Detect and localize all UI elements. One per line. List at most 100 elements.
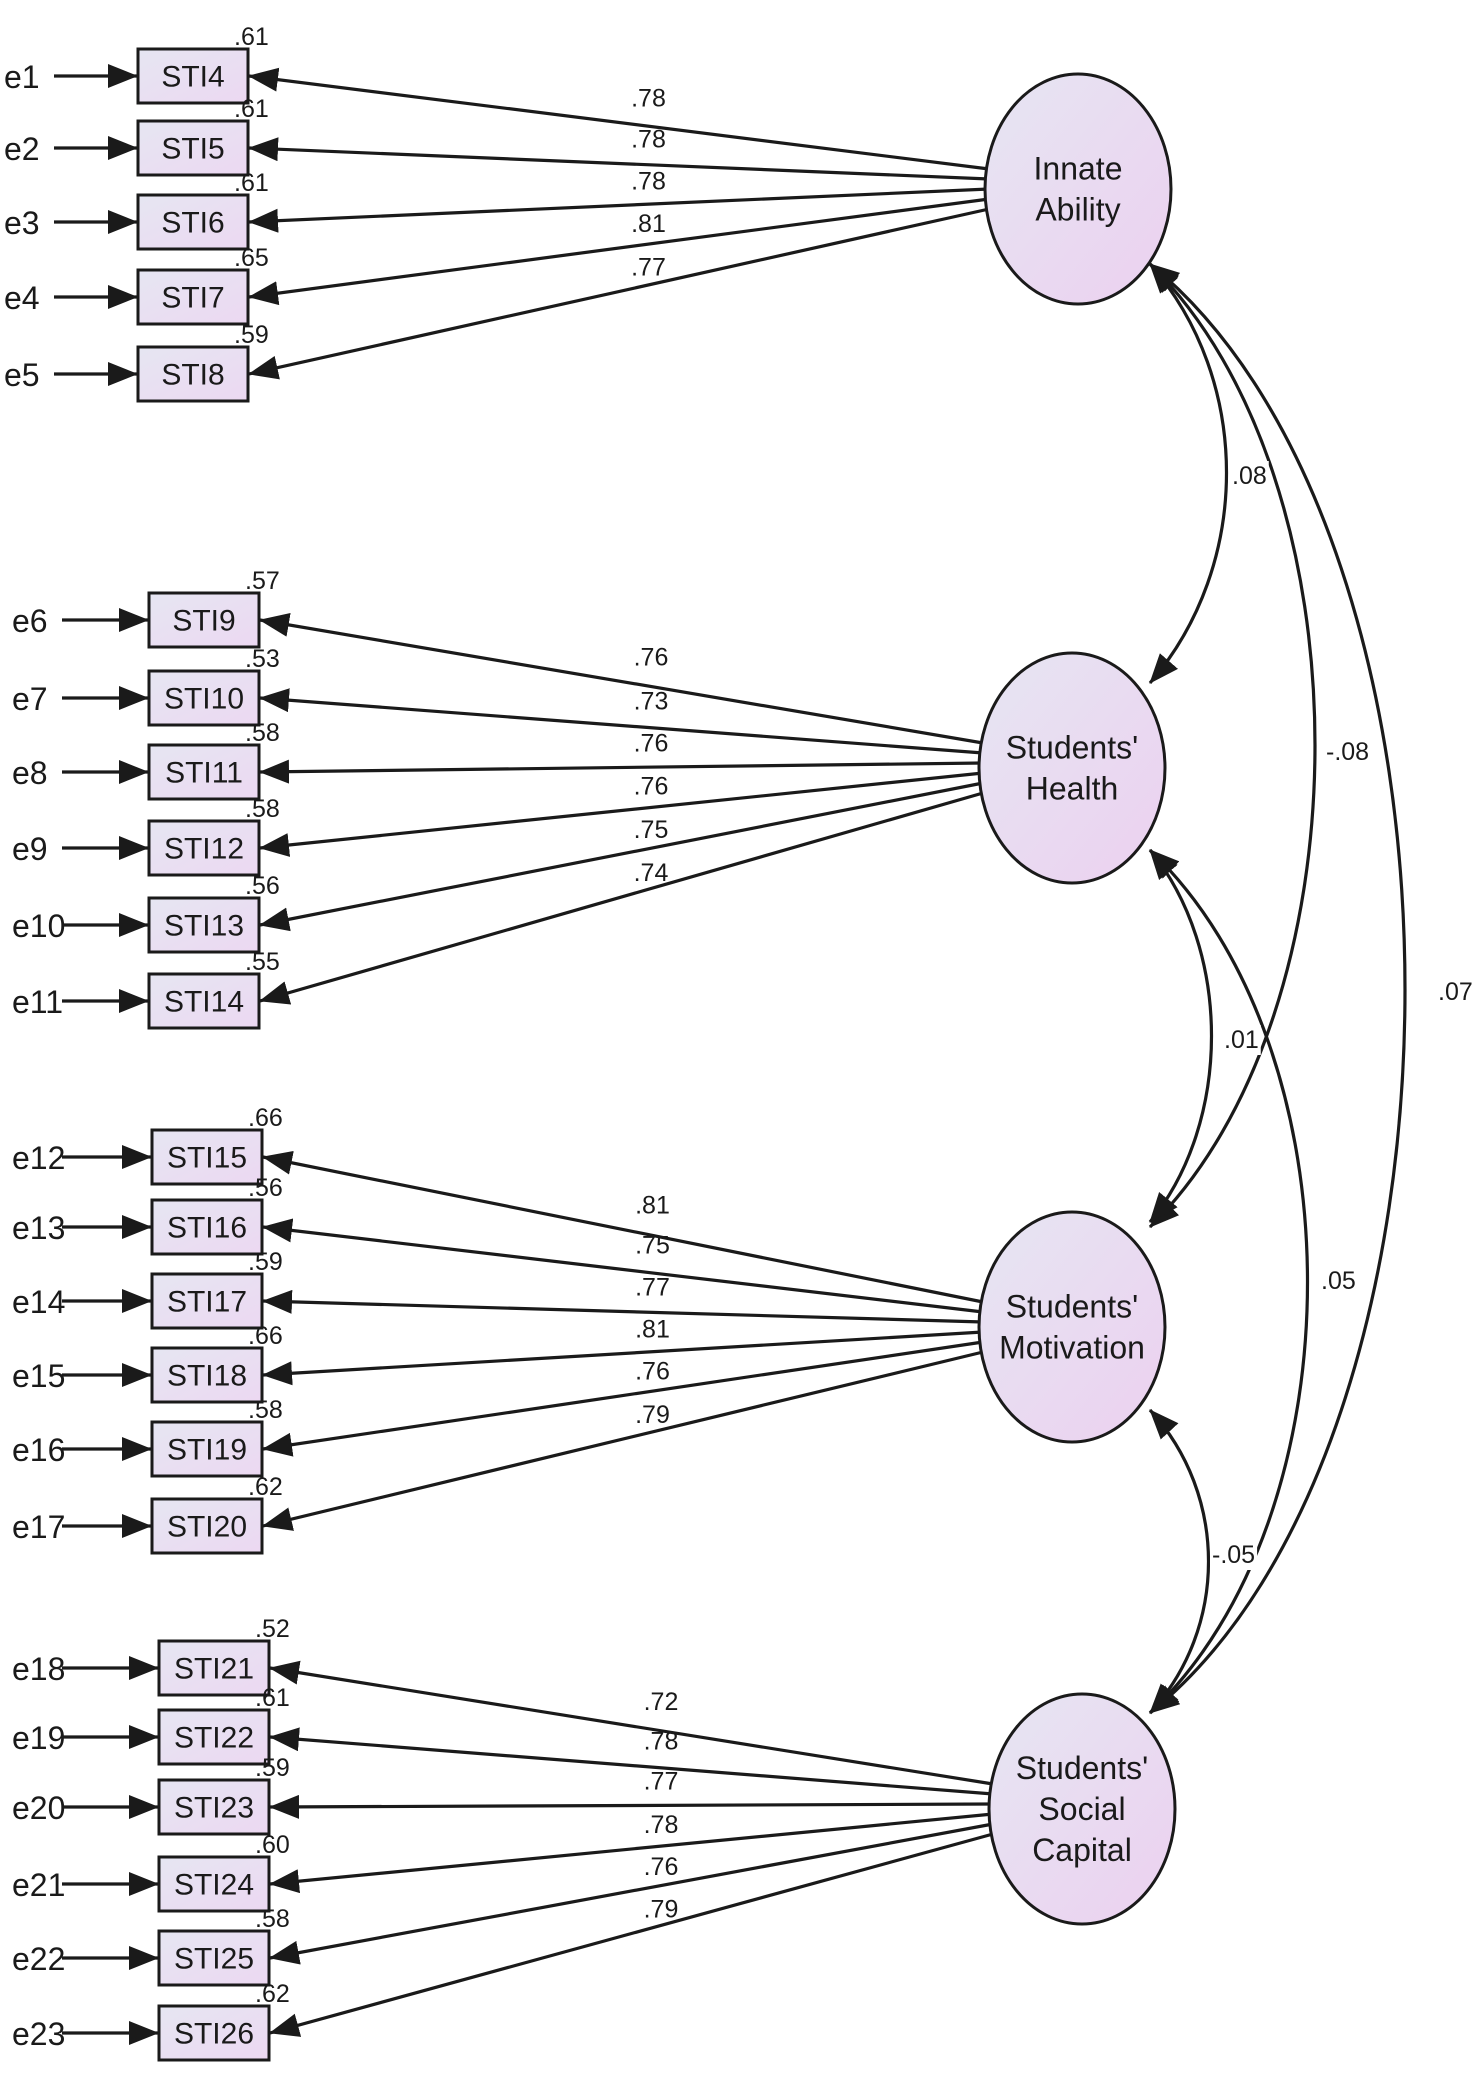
indicator-label: STI26 xyxy=(174,2018,254,2051)
loading-label: .78 xyxy=(631,126,666,154)
indicator-label: STI24 xyxy=(174,1869,254,1902)
correlation-label-backing xyxy=(1210,1540,1258,1570)
indicator-box xyxy=(157,1929,271,1987)
error-label: e3 xyxy=(4,205,40,241)
indicator-box xyxy=(150,1128,264,1186)
loading-label: .78 xyxy=(631,168,666,196)
indicator-label: STI9 xyxy=(172,605,235,638)
indicator-box xyxy=(136,47,250,105)
error-label: e15 xyxy=(12,1358,65,1394)
error-label: e12 xyxy=(12,1140,65,1176)
loading-arrow xyxy=(259,781,984,932)
r-squared-label: .53 xyxy=(245,645,280,673)
loading-label: .78 xyxy=(644,1728,679,1756)
error-label: e8 xyxy=(12,755,48,791)
loading-label: .76 xyxy=(644,1853,679,1881)
indicator-label: STI21 xyxy=(174,1653,254,1686)
indicator-label: STI13 xyxy=(164,910,244,943)
loading-arrow xyxy=(248,207,990,380)
loading-arrow xyxy=(262,1289,984,1324)
r-squared-label: .56 xyxy=(245,872,280,900)
error-label: e18 xyxy=(12,1651,65,1687)
loading-arrow xyxy=(259,688,984,755)
correlation-curve xyxy=(1148,848,1309,1715)
r-squared-label: .61 xyxy=(234,169,269,197)
loading-label: .79 xyxy=(644,1896,679,1924)
r-squared-label: .57 xyxy=(245,567,280,595)
factor-label: Students' xyxy=(1006,730,1138,766)
correlation-label: .07 xyxy=(1438,978,1473,1006)
indicator-label: STI17 xyxy=(167,1286,247,1319)
loading-label: .78 xyxy=(644,1811,679,1839)
r-squared-label: .59 xyxy=(255,1754,290,1782)
error-label: e4 xyxy=(4,280,40,316)
r-squared-label: .62 xyxy=(255,1980,290,2008)
factor-label: Students' xyxy=(1016,1750,1148,1786)
error-label: e19 xyxy=(12,1720,65,1756)
loading-label: .76 xyxy=(634,644,669,672)
indicator-label: STI6 xyxy=(161,207,224,240)
correlation-label: .05 xyxy=(1321,1267,1356,1295)
paths-layer xyxy=(54,64,1407,2045)
loading-label: .81 xyxy=(635,1316,670,1344)
r-squared-label: .58 xyxy=(248,1396,283,1424)
loading-arrow xyxy=(248,197,990,306)
loading-arrow xyxy=(259,759,984,784)
r-squared-label: .56 xyxy=(248,1174,283,1202)
correlation-label-backing xyxy=(1436,977,1475,1007)
indicator-box xyxy=(150,1346,264,1404)
indicator-label: STI23 xyxy=(174,1792,254,1825)
loading-label: .74 xyxy=(634,859,669,887)
error-label: e14 xyxy=(12,1284,65,1320)
indicator-label: STI4 xyxy=(161,61,224,94)
indicator-box xyxy=(147,972,261,1030)
r-squared-label: .62 xyxy=(248,1473,283,1501)
error-label: e21 xyxy=(12,1867,65,1903)
loading-arrow xyxy=(269,1727,994,1796)
correlation-curve xyxy=(1148,262,1407,1715)
error-label: e13 xyxy=(12,1210,65,1246)
r-squared-label: .66 xyxy=(248,1322,283,1350)
error-label: e17 xyxy=(12,1509,65,1545)
factor-label: Innate xyxy=(1034,151,1123,187)
indicator-box xyxy=(147,743,261,801)
loading-label: .75 xyxy=(634,816,669,844)
indicator-box xyxy=(136,119,250,177)
indicator-box xyxy=(147,669,261,727)
loading-label: .79 xyxy=(635,1401,670,1429)
r-squared-label: .66 xyxy=(248,1104,283,1132)
error-label: e16 xyxy=(12,1432,65,1468)
r-squared-label: .60 xyxy=(255,1831,290,1859)
latent-factor-ellipse xyxy=(977,1210,1167,1444)
indicator-label: STI5 xyxy=(161,133,224,166)
indicator-box xyxy=(157,2004,271,2062)
latent-factor-ellipse xyxy=(987,1692,1177,1926)
loading-label: .76 xyxy=(635,1358,670,1386)
loading-arrow xyxy=(248,187,990,233)
factor-label: Social xyxy=(1038,1791,1125,1827)
loading-label: .77 xyxy=(635,1274,670,1302)
correlation-label: -.05 xyxy=(1212,1541,1255,1569)
indicator-box xyxy=(157,1708,271,1766)
loading-arrow xyxy=(269,1660,994,1786)
indicator-label: STI10 xyxy=(164,683,244,716)
latent-factor-ellipse xyxy=(983,72,1173,306)
labels-layer: STI4e1.61.78STI5e2.61.78STI6e3.61.78STI7… xyxy=(4,23,1475,2052)
error-label: e5 xyxy=(4,357,40,393)
loading-arrow xyxy=(248,137,990,181)
indicator-box xyxy=(150,1420,264,1478)
loading-arrow xyxy=(269,1832,994,2037)
factor-label: Capital xyxy=(1032,1832,1132,1868)
loading-arrow xyxy=(262,1340,984,1457)
loading-label: .81 xyxy=(631,210,666,238)
correlation-label-backing xyxy=(1319,1266,1358,1296)
indicator-label: STI15 xyxy=(167,1142,247,1175)
r-squared-label: .58 xyxy=(245,719,280,747)
correlation-label-backing xyxy=(1324,737,1372,767)
indicator-box xyxy=(157,1639,271,1697)
indicator-box xyxy=(147,896,261,954)
r-squared-label: .65 xyxy=(234,244,269,272)
indicator-label: STI22 xyxy=(174,1722,254,1755)
loading-arrow xyxy=(262,1330,984,1386)
loading-label: .72 xyxy=(644,1688,679,1716)
